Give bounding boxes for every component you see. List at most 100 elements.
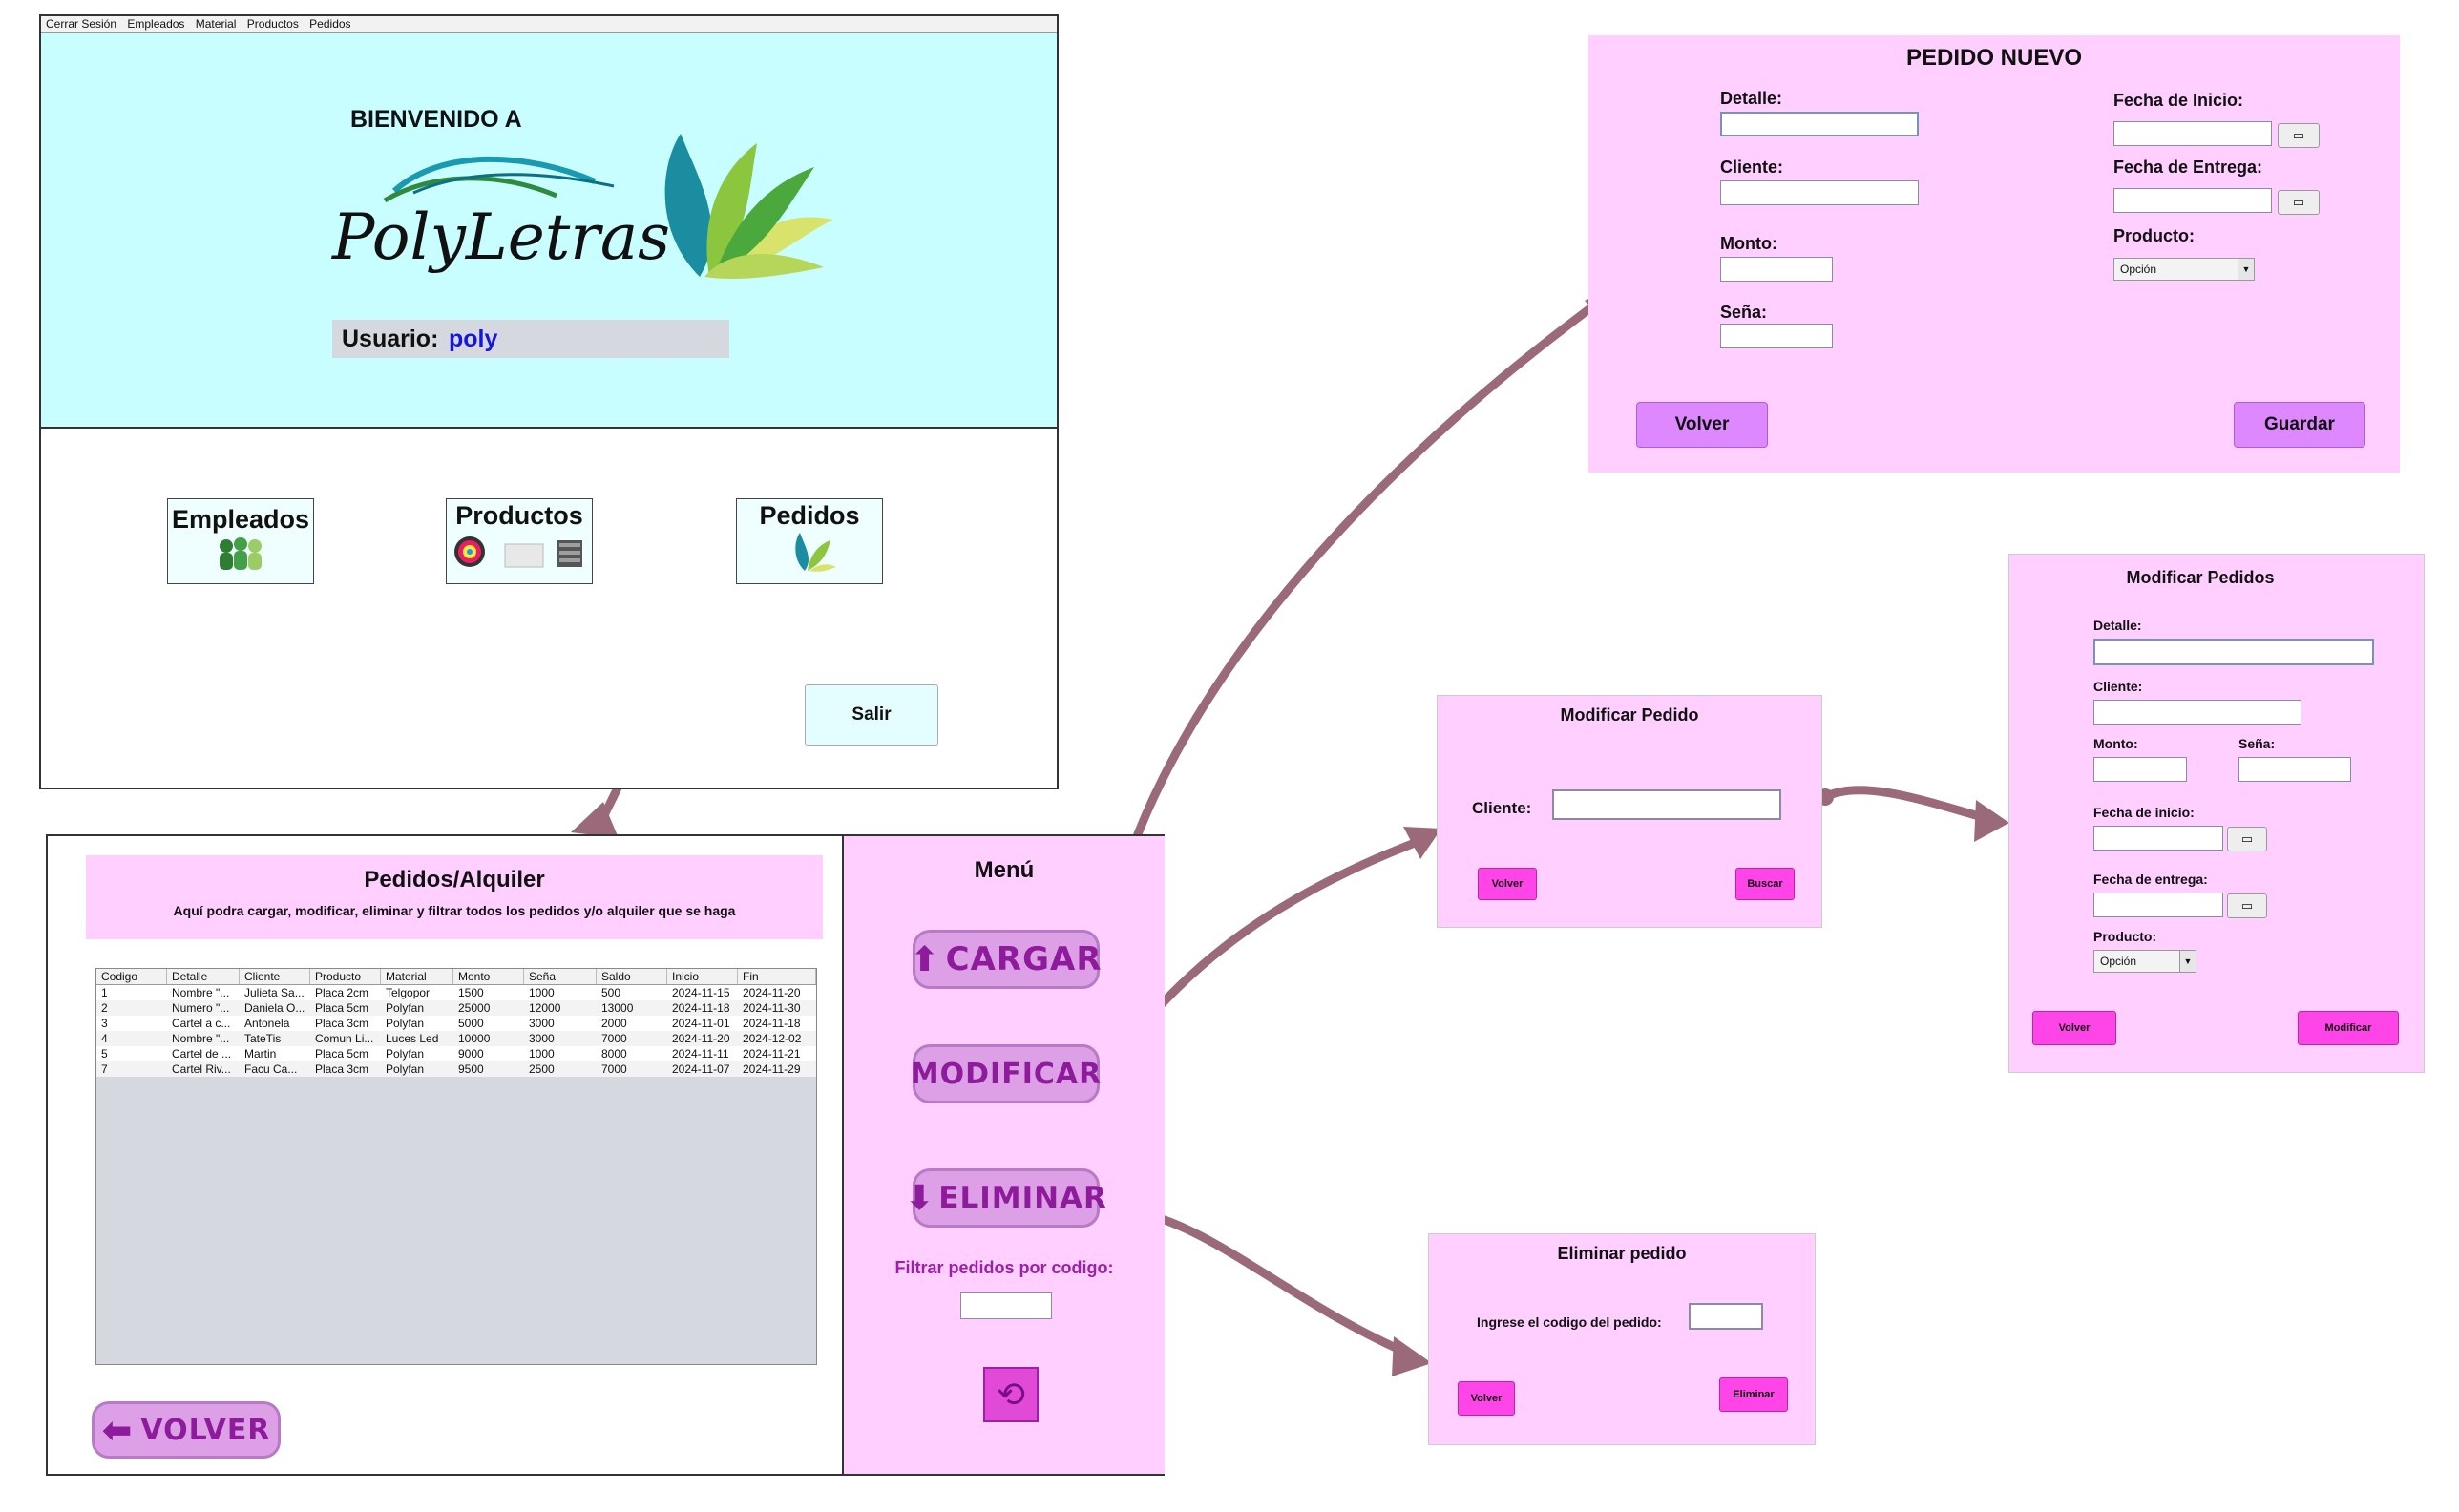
- nuevo-producto-select[interactable]: Opción ▼: [2113, 258, 2255, 281]
- modpedidos-cliente-input[interactable]: [2093, 700, 2301, 724]
- modificar-cliente-input[interactable]: [1552, 789, 1781, 820]
- column-header[interactable]: Seña: [524, 969, 597, 984]
- eliminar-volver-button[interactable]: Volver: [1458, 1381, 1515, 1416]
- arrow-down-icon: ⬇: [905, 1178, 935, 1218]
- volver-button[interactable]: ⬅ VOLVER: [92, 1401, 281, 1459]
- eliminar-eliminar-button[interactable]: Eliminar: [1719, 1377, 1788, 1412]
- table-cell: 7: [101, 1062, 108, 1076]
- modpedidos-producto-select[interactable]: Opción ▼: [2093, 950, 2196, 973]
- modificar-buscar-button[interactable]: Buscar: [1735, 868, 1795, 900]
- nuevo-producto-option: Opción: [2120, 262, 2157, 276]
- table-cell: Martin: [244, 1047, 277, 1060]
- eliminar-button[interactable]: ⬇ ELIMINAR: [905, 1168, 1106, 1228]
- column-header[interactable]: Cliente: [240, 969, 310, 984]
- table-cell: Placa 3cm: [315, 1017, 369, 1030]
- modificar-pedido-window: Modificar Pedido Cliente: Volver Buscar: [1437, 695, 1822, 928]
- eliminar-title: Eliminar pedido: [1557, 1244, 1687, 1263]
- nuevo-fecha-entrega-input[interactable]: [2113, 188, 2272, 213]
- table-cell: 3000: [529, 1032, 555, 1045]
- logo-text: PolyLetras: [332, 200, 671, 274]
- calendar-icon[interactable]: ▭: [2278, 190, 2320, 215]
- tile-pedidos-label: Pedidos: [759, 501, 860, 530]
- pedidos-title: Pedidos/Alquiler: [364, 867, 545, 892]
- menu-pedidos[interactable]: Pedidos: [309, 17, 351, 31]
- tile-pedidos[interactable]: Pedidos: [736, 498, 883, 584]
- logo-wave-icon: [383, 156, 615, 203]
- calendar-icon[interactable]: ▭: [2278, 123, 2320, 148]
- column-header[interactable]: Fin: [738, 969, 816, 984]
- table-cell: 4: [101, 1032, 108, 1045]
- table-cell: Comun Li...: [315, 1032, 374, 1045]
- nuevo-fecha-entrega-label: Fecha de Entrega:: [2113, 158, 2263, 177]
- filter-input[interactable]: [960, 1292, 1052, 1319]
- table-cell: 13000: [601, 1001, 634, 1015]
- table-cell: 10000: [458, 1032, 491, 1045]
- eliminar-code-input[interactable]: [1689, 1303, 1763, 1330]
- calendar-icon[interactable]: ▭: [2227, 893, 2267, 918]
- table-cell: 3000: [529, 1017, 555, 1030]
- modificar-button[interactable]: MODIFICAR: [911, 1044, 1101, 1103]
- column-header[interactable]: Monto: [453, 969, 524, 984]
- nuevo-sena-label: Seña:: [1720, 303, 1768, 322]
- nuevo-sena-input[interactable]: [1720, 324, 1833, 348]
- table-cell: 2024-11-18: [672, 1001, 730, 1015]
- nuevo-cliente-input[interactable]: [1720, 180, 1919, 205]
- modpedidos-modificar-button[interactable]: Modificar: [2298, 1011, 2399, 1045]
- eliminar-prompt: Ingrese el codigo del pedido:: [1477, 1314, 1662, 1330]
- table-cell: Facu Ca...: [244, 1062, 298, 1076]
- modpedidos-fecha-entrega-input[interactable]: [2093, 892, 2223, 917]
- table-cell: 25000: [458, 1001, 491, 1015]
- table-cell: Daniela O...: [244, 1001, 305, 1015]
- nuevo-volver-button[interactable]: Volver: [1636, 402, 1768, 448]
- arrow-left-icon: ⬅: [101, 1409, 134, 1451]
- cargar-button[interactable]: ⬆ CARGAR: [910, 930, 1102, 989]
- leaves-icon: [795, 533, 836, 572]
- nuevo-guardar-button[interactable]: Guardar: [2234, 402, 2365, 448]
- modificar-volver-button[interactable]: Volver: [1478, 868, 1537, 900]
- menu-productos[interactable]: Productos: [246, 17, 299, 31]
- modificar-pedidos-window: Modificar Pedidos Detalle: Cliente: Mont…: [2008, 554, 2425, 1073]
- nuevo-monto-input[interactable]: [1720, 257, 1833, 282]
- modpedidos-monto-input[interactable]: [2093, 757, 2187, 782]
- menu-material[interactable]: Material: [195, 17, 237, 31]
- modpedidos-fecha-inicio-input[interactable]: [2093, 826, 2223, 850]
- column-header[interactable]: Producto: [310, 969, 381, 984]
- nuevo-detalle-input[interactable]: [1720, 112, 1919, 136]
- table-cell: Antonela: [244, 1017, 290, 1030]
- table-cell: 500: [601, 986, 621, 999]
- column-header[interactable]: Codigo: [96, 969, 167, 984]
- modpedidos-detalle-input[interactable]: [2093, 639, 2374, 665]
- tile-empleados[interactable]: Empleados: [167, 498, 314, 584]
- pedidos-subtitle: Aquí podra cargar, modificar, eliminar y…: [173, 903, 736, 918]
- column-header[interactable]: Inicio: [667, 969, 738, 984]
- tile-productos[interactable]: Productos: [446, 498, 593, 584]
- column-header[interactable]: Saldo: [597, 969, 667, 984]
- exit-button[interactable]: Salir: [805, 684, 938, 746]
- table-cell: Numero "...: [172, 1001, 230, 1015]
- user-label: Usuario:: [342, 326, 439, 352]
- column-header[interactable]: Detalle: [167, 969, 240, 984]
- menu-title: Menú: [974, 857, 1035, 883]
- table-cell: 1500: [458, 986, 484, 999]
- menu-cerrar-sesion[interactable]: Cerrar Sesión: [46, 17, 117, 31]
- modpedidos-volver-button[interactable]: Volver: [2032, 1011, 2116, 1045]
- menu-empleados[interactable]: Empleados: [127, 17, 185, 31]
- welcome-header: BIENVENIDO A PolyLetras Usuario: poly: [41, 33, 1057, 429]
- nuevo-fecha-inicio-input[interactable]: [2113, 121, 2272, 146]
- refresh-icon[interactable]: ⟲: [983, 1367, 1039, 1422]
- calendar-icon[interactable]: ▭: [2227, 827, 2267, 851]
- user-value: poly: [449, 326, 498, 352]
- table-cell: Polyfan: [386, 1062, 425, 1076]
- menu-bar: Cerrar Sesión Empleados Material Product…: [41, 16, 1057, 33]
- column-header[interactable]: Material: [381, 969, 453, 984]
- modpedidos-sena-input[interactable]: [2238, 757, 2351, 782]
- modpedidos-fecha-entrega-label: Fecha de entrega:: [2093, 872, 2208, 887]
